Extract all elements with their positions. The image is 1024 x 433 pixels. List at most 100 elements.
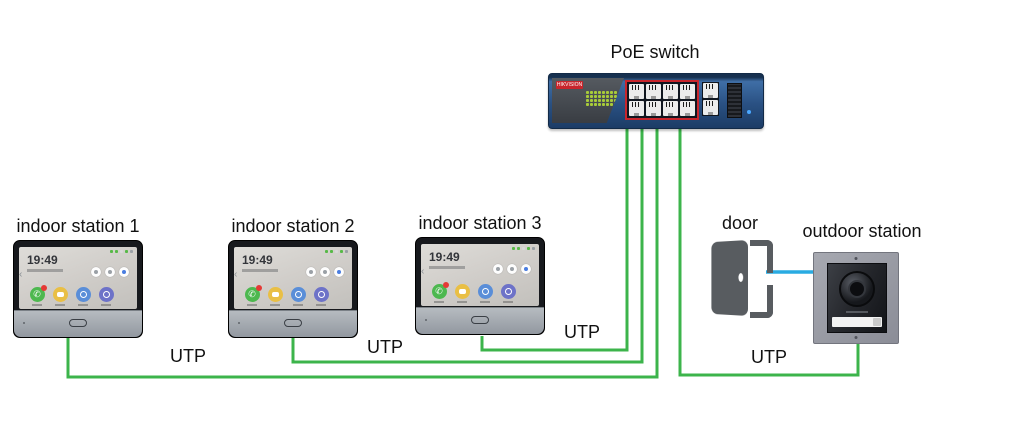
utp-label-4: UTP [751,347,787,367]
rj45-poe-port [680,84,695,99]
station-speaker-panel [14,310,142,337]
led-indicator [602,95,605,98]
apps-icon [313,287,329,302]
station-body: 19:49 ‹ ✆ [228,240,358,338]
date-text-placeholder [242,269,278,272]
power-led [747,110,751,114]
clock-text: 19:49 [27,253,58,267]
led-indicator [586,103,589,106]
rj45-poe-port [680,101,695,116]
led-indicator [610,103,613,106]
mic-hole [23,322,25,324]
outdoor-module [827,263,887,333]
led-indicator-grid [586,91,617,106]
led-indicator [602,91,605,94]
led-indicator [606,95,609,98]
rj45-poe-port [646,84,661,99]
utp-label-3: UTP [564,322,600,342]
led-indicator [598,99,601,102]
led-indicator [606,91,609,94]
station-screen: 19:49 ‹ ✆ [19,247,137,309]
door-frame-bottom [750,285,773,318]
notification-badge [442,282,449,288]
door-label: door [721,213,759,233]
chevron-left-icon: ‹ [421,266,425,277]
status-bar-icons [110,250,133,253]
info-icon [119,267,129,277]
outdoor-station [813,252,899,344]
led-indicator [610,99,613,102]
led-indicator [602,99,605,102]
poe-switch-label: PoE switch [610,42,700,62]
brand-badge [69,319,87,327]
indoor-station-label: indoor station 1 [16,216,140,236]
led-indicator [590,103,593,106]
led-indicator [602,103,605,106]
notification-badge [255,285,262,291]
apps-icon [500,284,516,299]
led-indicator [590,99,593,102]
utp-cable-indoor-station-2 [291,126,644,364]
indoor-station-3: indoor station 3 19:49 ‹ ✆ [415,213,545,335]
rj45-poe-port [646,101,661,116]
indoor-station-label: indoor station 3 [418,213,542,233]
mic-hole [238,322,240,324]
brand-text-placeholder [846,311,868,313]
station-screen: 19:49 ‹ ✆ [234,247,352,309]
utp-cable-indoor-station-3 [480,126,629,352]
station-body: 19:49 ‹ ✆ [415,237,545,335]
uplink-port-block [702,82,719,116]
station-speaker-panel [229,310,357,337]
outdoor-station-label: outdoor station [802,221,922,241]
led-indicator [614,103,617,106]
message-icon [52,287,68,302]
status-bar-icons [512,247,535,250]
call-button-strip [832,317,882,327]
station-speaker-panel [416,307,544,334]
door-leaf-icon [711,240,748,316]
poe-port-block [625,80,699,120]
utp-label-2: UTP [367,337,403,357]
rj45-poe-port [663,84,678,99]
station-screen: 19:49 ‹ ✆ [421,244,539,306]
chevron-left-icon: ‹ [234,269,238,280]
led-indicator [598,103,601,106]
settings-icon [320,267,330,277]
led-indicator [614,99,617,102]
utp-cable-indoor-station-1 [66,126,659,379]
led-indicator [614,91,617,94]
switch-status-panel: HIKVISION [552,78,624,123]
clock-text: 19:49 [429,250,460,264]
led-indicator [598,91,601,94]
monitor-icon [290,287,306,302]
door-handle [738,273,744,282]
clock-text: 19:49 [242,253,273,267]
call-icon: ✆ [29,285,47,302]
contacts-icon [306,267,316,277]
monitor-icon [75,287,91,302]
rj45-poe-port [629,101,644,116]
mic-hole [425,319,427,321]
door [706,238,773,322]
utp-label-1: UTP [170,346,206,366]
led-indicator [590,95,593,98]
screw-bottom [854,336,858,339]
call-icon: ✆ [431,282,449,299]
app-icon-row: ✆ [431,282,516,303]
info-icon [334,267,344,277]
app-icon-row: ✆ [244,285,329,306]
rj45-poe-port [663,101,678,116]
settings-icon [507,264,517,274]
contacts-icon [493,264,503,274]
monitor-icon [477,284,493,299]
led-indicator [586,99,589,102]
sfp-slot [727,83,742,118]
quick-action-buttons [306,267,344,277]
door-frame-top [750,240,773,273]
info-icon [521,264,531,274]
message-icon [454,284,470,299]
rj45-uplink-port [703,83,718,98]
led-indicator [606,99,609,102]
chevron-left-icon: ‹ [19,269,23,280]
